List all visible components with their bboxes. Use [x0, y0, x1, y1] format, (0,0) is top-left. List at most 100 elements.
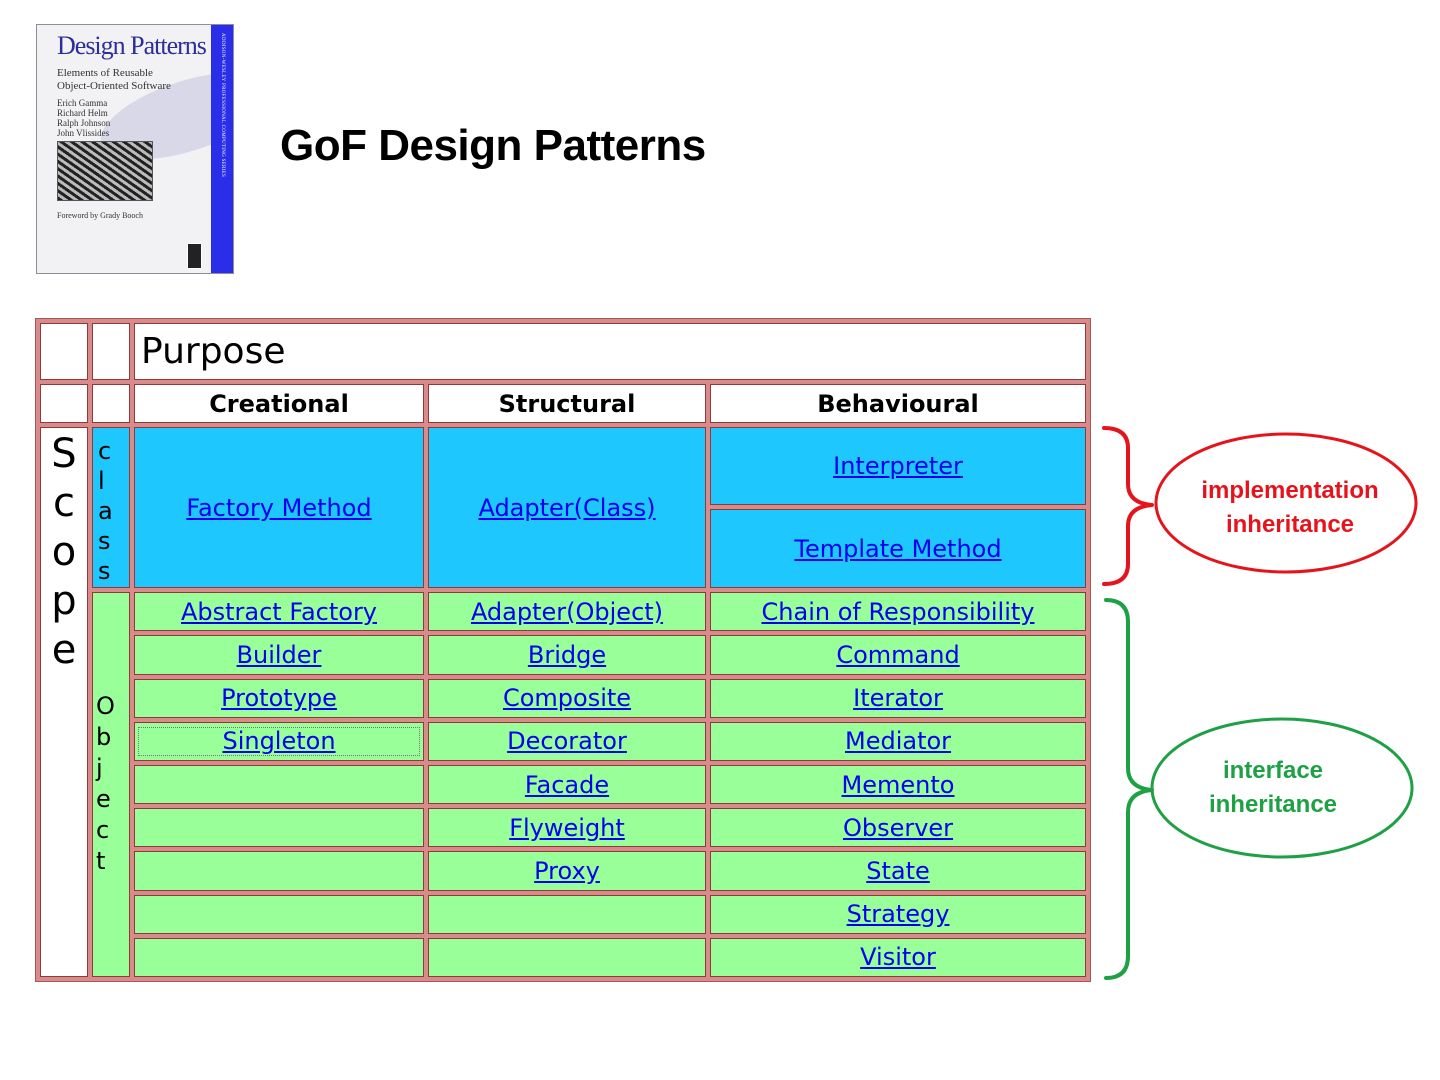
pattern-link-command[interactable]: Command: [836, 641, 960, 670]
table-cell: Builder: [134, 635, 424, 675]
table-cell-empty: [428, 894, 706, 934]
annotation-line: inheritance: [1225, 511, 1355, 538]
book-spine: ADDISON-WESLEY PROFESSIONAL COMPUTING SE…: [211, 25, 233, 273]
scope-letter: e: [51, 627, 77, 674]
pattern-link-adapter-object[interactable]: Adapter(Object): [470, 597, 664, 626]
book-foreword: Foreword by Grady Booch: [57, 211, 143, 220]
pattern-link-adapter-class[interactable]: Adapter(Class): [478, 493, 656, 522]
scope-label: S c o p e: [40, 427, 88, 977]
interface-inheritance-label: interface inheritance: [1160, 754, 1386, 822]
object-letter: t: [96, 847, 106, 876]
pattern-link-singleton[interactable]: Singleton: [222, 727, 336, 756]
object-letter: O: [96, 692, 115, 721]
table-cell-empty: [428, 937, 706, 977]
class-letter: l: [98, 467, 105, 496]
pattern-link-composite[interactable]: Composite: [502, 684, 632, 713]
object-letter: b: [96, 723, 112, 752]
column-header-creational: Creational: [134, 384, 424, 424]
column-header-behavioural: Behavioural: [710, 384, 1087, 424]
table-cell: Facade: [428, 764, 706, 805]
table-cell-empty: [134, 764, 424, 805]
pattern-link-factory-method[interactable]: Factory Method: [186, 493, 372, 522]
table-cell: Prototype: [134, 678, 424, 718]
object-scope-label: O b j e c t: [92, 592, 130, 977]
class-letter: c: [98, 437, 112, 466]
table-cell: Factory Method: [134, 427, 424, 589]
book-cover-image: Design Patterns Elements of Reusable Obj…: [36, 24, 234, 274]
pattern-link-abstract-factory[interactable]: Abstract Factory: [180, 597, 378, 626]
book-author: Erich Gamma: [57, 98, 108, 108]
book-subtitle-line: Object-Oriented Software: [57, 80, 171, 92]
scope-letter: p: [51, 578, 77, 625]
annotation-line: inheritance: [1208, 791, 1338, 818]
table-cell-empty: [134, 808, 424, 848]
table-cell: Observer: [710, 808, 1087, 848]
class-letter: s: [98, 557, 111, 586]
table-cell: Abstract Factory: [134, 592, 424, 632]
table-cell: Mediator: [710, 721, 1087, 761]
book-author: Richard Helm: [57, 108, 108, 118]
table-cell: Visitor: [710, 937, 1087, 977]
table-cell: Chain of Responsibility: [710, 592, 1087, 632]
pattern-link-iterator[interactable]: Iterator: [853, 684, 943, 713]
table-cell: Strategy: [710, 894, 1087, 934]
corner-cell: [40, 384, 88, 424]
pattern-link-state[interactable]: State: [866, 856, 930, 885]
class-letter: s: [98, 527, 111, 556]
pattern-link-flyweight[interactable]: Flyweight: [509, 813, 625, 842]
column-header-structural: Structural: [428, 384, 706, 424]
pattern-link-bridge[interactable]: Bridge: [527, 641, 607, 670]
implementation-inheritance-label: implementation inheritance: [1170, 474, 1410, 542]
pattern-link-chain-of-responsibility[interactable]: Chain of Responsibility: [761, 597, 1035, 626]
pattern-link-observer[interactable]: Observer: [842, 813, 954, 842]
book-authors: Erich Gamma Richard Helm Ralph Johnson J…: [57, 98, 110, 138]
object-letter: c: [96, 816, 110, 845]
pattern-link-prototype[interactable]: Prototype: [221, 684, 337, 713]
table-cell: Decorator: [428, 721, 706, 761]
table-cell: Proxy: [428, 851, 706, 891]
table-cell: Adapter(Class): [428, 427, 706, 589]
corner-cell: [40, 323, 88, 381]
purpose-header: Purpose: [134, 323, 1087, 381]
object-letter: j: [96, 754, 103, 783]
book-spine-text: ADDISON-WESLEY PROFESSIONAL COMPUTING SE…: [220, 33, 225, 178]
pattern-link-strategy[interactable]: Strategy: [846, 900, 950, 929]
object-letter: e: [96, 785, 111, 814]
green-brace: [1104, 598, 1154, 980]
table-cell: Command: [710, 635, 1087, 675]
table-cell: Template Method: [710, 509, 1087, 589]
scope-letter: c: [53, 480, 75, 527]
table-cell: Iterator: [710, 678, 1087, 718]
annotation-line: interface: [1222, 757, 1324, 784]
pattern-link-visitor[interactable]: Visitor: [860, 943, 936, 972]
table-cell: Flyweight: [428, 808, 706, 848]
scope-letter: S: [51, 431, 77, 478]
pattern-link-builder[interactable]: Builder: [236, 641, 322, 670]
table-cell-empty: [134, 851, 424, 891]
pattern-link-mediator[interactable]: Mediator: [844, 727, 952, 756]
pattern-link-facade[interactable]: Facade: [524, 770, 610, 799]
table-cell-empty: [134, 937, 424, 977]
pattern-link-proxy[interactable]: Proxy: [534, 856, 600, 885]
table-cell-focused: Singleton: [134, 721, 424, 761]
book-subtitle: Elements of Reusable Object-Oriented Sof…: [57, 67, 207, 93]
patterns-table: Purpose Creational Structural Behavioura…: [35, 318, 1092, 982]
book-author: John Vlissides: [57, 128, 110, 138]
class-scope-label: c l a s s: [92, 427, 130, 589]
pattern-link-decorator[interactable]: Decorator: [507, 727, 627, 756]
publisher-logo: [187, 243, 202, 269]
table-cell: Bridge: [428, 635, 706, 675]
table-cell: State: [710, 851, 1087, 891]
class-letter: a: [98, 497, 113, 526]
book-subtitle-line: Elements of Reusable: [57, 67, 153, 79]
book-title: Design Patterns: [57, 31, 207, 60]
red-brace: [1102, 426, 1154, 586]
scope-letter: o: [51, 529, 77, 576]
table-cell: Memento: [710, 764, 1087, 805]
pattern-link-memento[interactable]: Memento: [841, 770, 955, 799]
table-cell: Adapter(Object): [428, 592, 706, 632]
pattern-link-template-method[interactable]: Template Method: [794, 534, 1002, 563]
corner-cell: [92, 323, 130, 381]
pattern-link-interpreter[interactable]: Interpreter: [833, 452, 963, 481]
slide-title: GoF Design Patterns: [280, 121, 706, 170]
